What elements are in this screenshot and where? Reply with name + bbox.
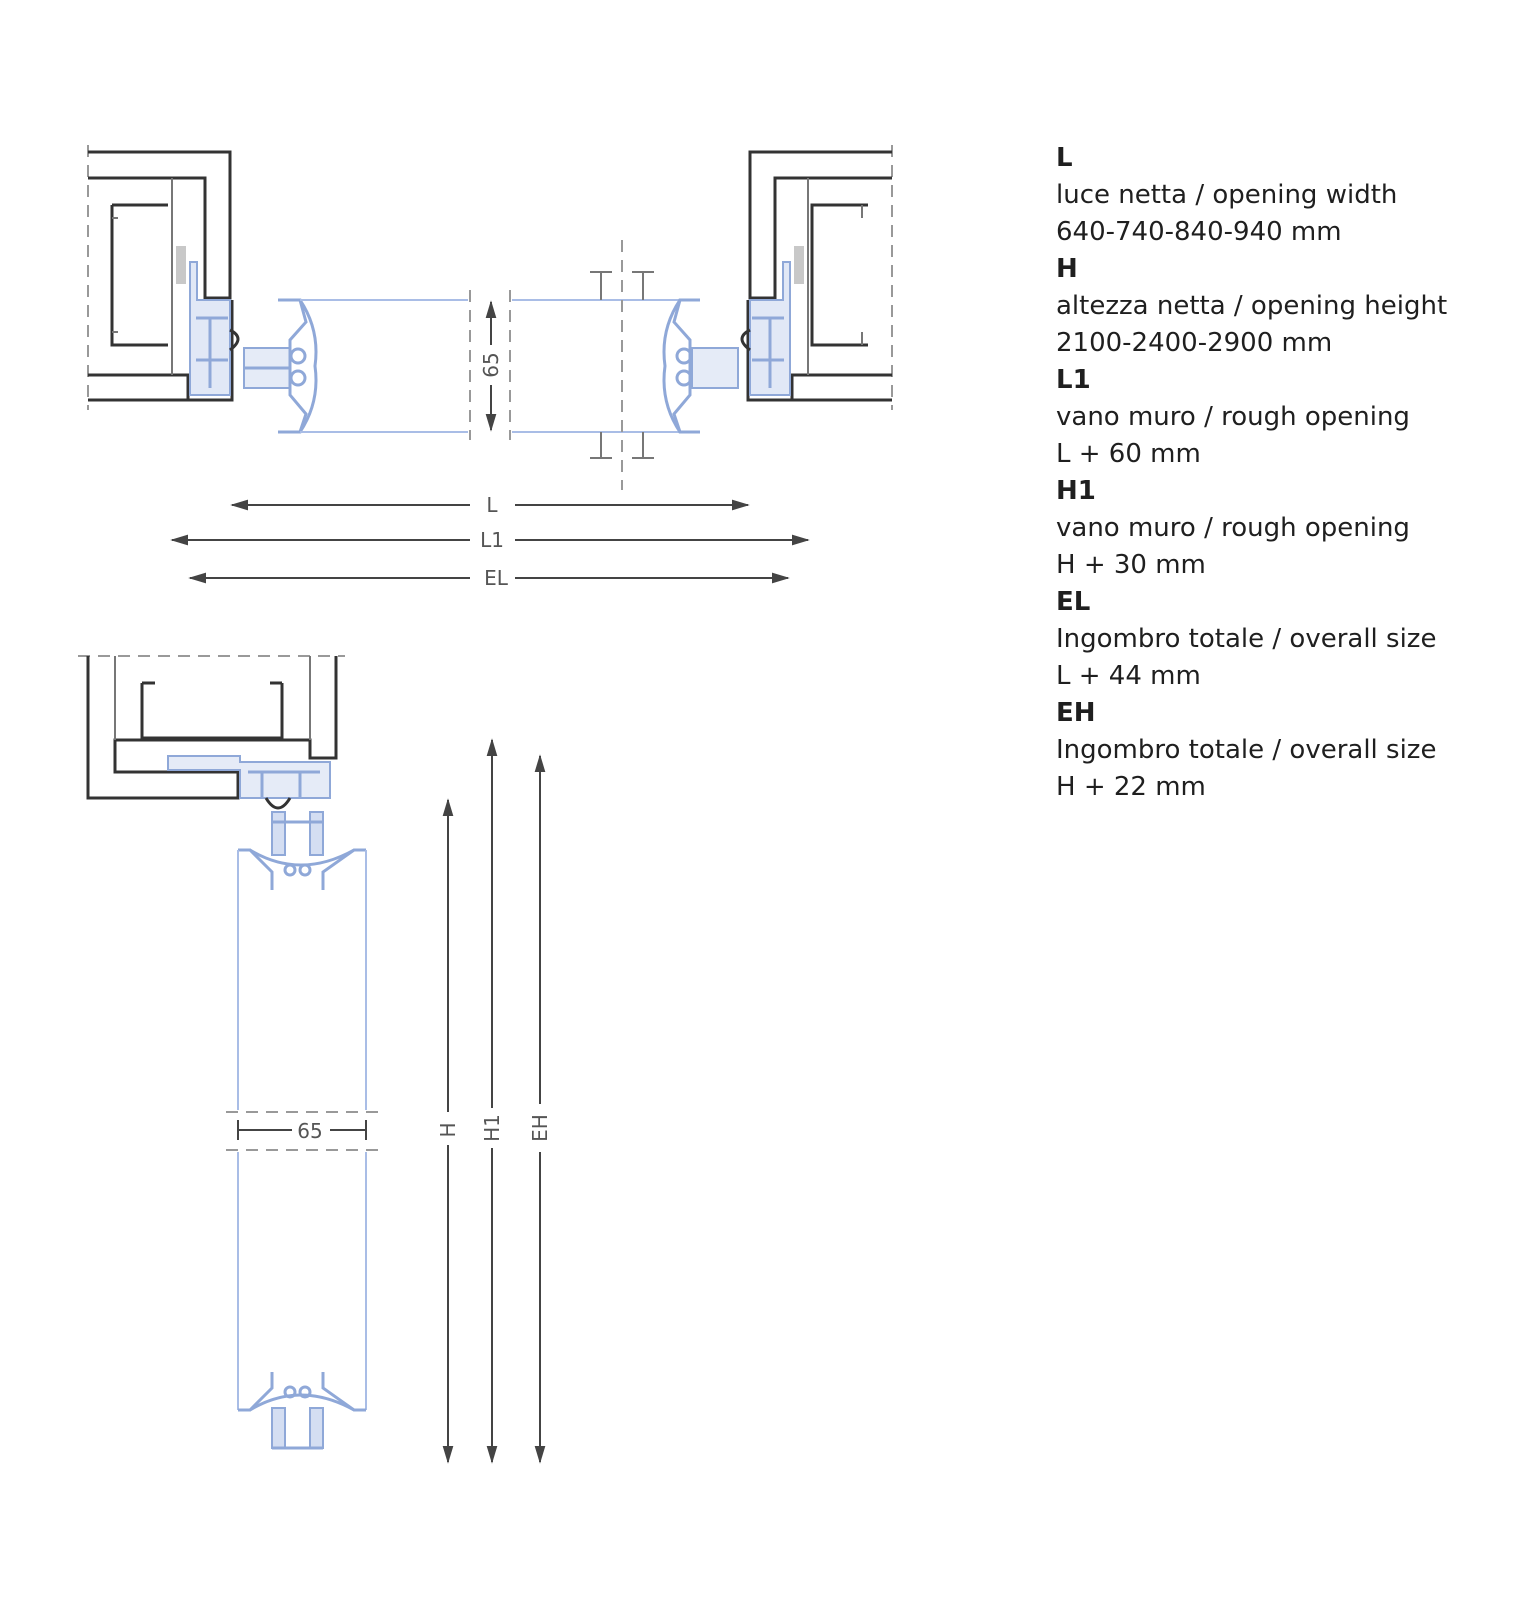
legend-description: Ingombro totale / overall size [1056, 624, 1437, 654]
section-thickness-label: 65 [297, 1119, 322, 1143]
plan-EL-label: EL [484, 566, 509, 590]
legend-code: H [1056, 254, 1078, 284]
legend-value: H + 22 mm [1056, 772, 1206, 802]
legend-description: luce netta / opening width [1056, 180, 1398, 210]
plan-L1-label: L1 [480, 528, 504, 552]
legend-description: vano muro / rough opening [1056, 402, 1410, 432]
legend-value: L + 44 mm [1056, 661, 1201, 691]
plan-L-label: L [486, 493, 498, 517]
legend-code: EL [1056, 587, 1091, 617]
section-leaf: 65 [226, 811, 380, 1450]
plan-left-frame [87, 145, 291, 410]
legend-description: vano muro / rough opening [1056, 513, 1410, 543]
handle-top [590, 271, 654, 300]
legend-entry-EL: EL Ingombro totale / overall size L + 44… [1056, 584, 1496, 695]
legend-entry-L1: L1 vano muro / rough opening L + 60 mm [1056, 362, 1496, 473]
legend-value: L + 60 mm [1056, 439, 1201, 469]
legend-code: L1 [1056, 365, 1091, 395]
plan-view: 65 [87, 145, 893, 590]
legend-entry-L: L luce netta / opening width 640-740-840… [1056, 140, 1496, 251]
section-EH-label: EH [528, 1114, 552, 1142]
legend-value: 640-740-840-940 mm [1056, 217, 1342, 247]
seal-strip [176, 246, 186, 284]
legend-code: L [1056, 143, 1073, 173]
legend-entry-EH: EH Ingombro totale / overall size H + 22… [1056, 695, 1496, 806]
section-H1-label: H1 [480, 1114, 504, 1142]
legend-code: EH [1056, 698, 1096, 728]
legend-value: H + 30 mm [1056, 550, 1206, 580]
handle-bottom [590, 432, 654, 459]
plan-dimensions: L L1 EL [170, 493, 810, 590]
plan-break: 65 [469, 290, 511, 440]
section-head-frame [78, 655, 345, 810]
section-H-label: H [436, 1122, 460, 1137]
dimension-legend: L luce netta / opening width 640-740-840… [1056, 140, 1496, 806]
section-view: 65 H H1 EH [78, 655, 552, 1464]
plan-right-leaf [512, 240, 739, 490]
legend-description: Ingombro totale / overall size [1056, 735, 1437, 765]
section-dimensions: H H1 EH [436, 738, 552, 1464]
plan-right-frame [740, 145, 893, 410]
plan-thickness-label: 65 [479, 352, 503, 377]
legend-code: H1 [1056, 476, 1096, 506]
legend-value: 2100-2400-2900 mm [1056, 328, 1333, 358]
seal-strip-right [794, 246, 804, 284]
legend-description: altezza netta / opening height [1056, 291, 1448, 321]
legend-entry-H1: H1 vano muro / rough opening H + 30 mm [1056, 473, 1496, 584]
plan-left-leaf-profile [278, 298, 468, 434]
legend-entry-H: H altezza netta / opening height 2100-24… [1056, 251, 1496, 362]
